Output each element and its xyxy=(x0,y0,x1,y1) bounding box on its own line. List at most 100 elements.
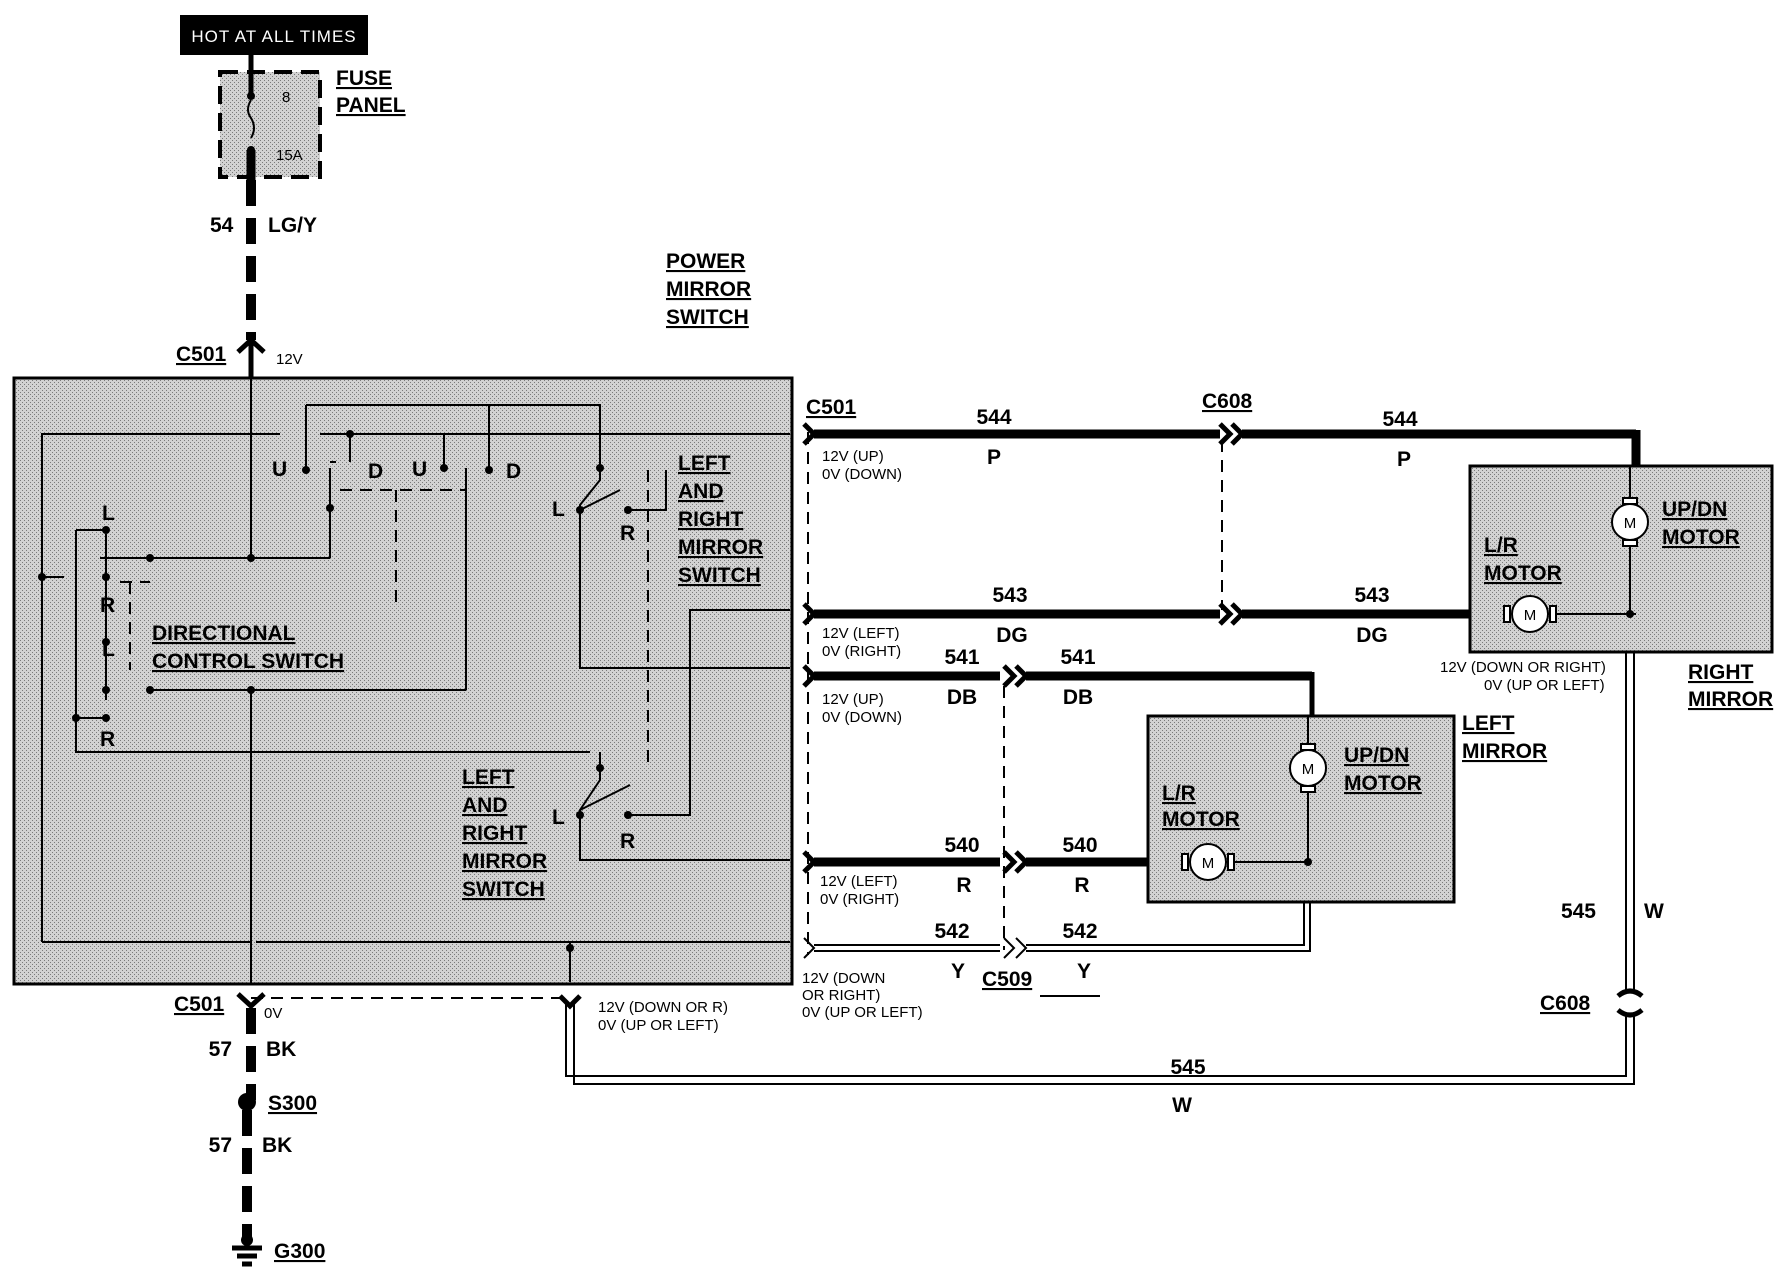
svg-text:SWITCH: SWITCH xyxy=(666,306,749,329)
svg-text:D: D xyxy=(506,460,521,483)
svg-text:BK: BK xyxy=(262,1134,292,1157)
svg-text:U: U xyxy=(272,458,287,481)
svg-text:C501: C501 xyxy=(174,993,225,1016)
svg-text:P: P xyxy=(1397,448,1411,471)
svg-text:0V (UP OR LEFT): 0V (UP OR LEFT) xyxy=(598,1017,719,1034)
wire-544: 544 P 544 P 12V (UP) 0V (DOWN) xyxy=(802,406,1641,483)
right-mirror-title-1: RIGHT xyxy=(1688,661,1754,684)
motor-icon: M xyxy=(1611,497,1649,547)
svg-text:UP/DN: UP/DN xyxy=(1344,744,1409,767)
svg-text:M: M xyxy=(1524,607,1537,624)
svg-text:0V: 0V xyxy=(264,1005,282,1022)
svg-text:C509: C509 xyxy=(982,968,1032,991)
fuse-icon xyxy=(247,99,255,139)
svg-text:542: 542 xyxy=(934,920,969,943)
svg-text:0V (RIGHT): 0V (RIGHT) xyxy=(822,643,901,660)
svg-text:R: R xyxy=(1074,874,1089,897)
svg-text:57: 57 xyxy=(209,1134,232,1157)
svg-text:AND: AND xyxy=(678,480,724,503)
svg-text:MIRROR: MIRROR xyxy=(666,278,751,301)
svg-text:C501: C501 xyxy=(176,343,227,366)
svg-text:DG: DG xyxy=(1356,624,1388,647)
fuse-panel: 8 15A FUSE PANEL xyxy=(218,55,406,200)
c501-right-connector: C501 xyxy=(806,396,857,955)
svg-text:L: L xyxy=(102,502,115,525)
c509-connector: C509 xyxy=(982,686,1100,997)
svg-text:C608: C608 xyxy=(1202,390,1253,413)
svg-text:543: 543 xyxy=(1354,584,1389,607)
svg-text:Y: Y xyxy=(951,960,965,983)
svg-text:541: 541 xyxy=(944,646,979,669)
svg-text:MIRROR: MIRROR xyxy=(678,536,763,559)
wire-543: 543 DG 543 DG 12V (LEFT) 0V (RIGHT) xyxy=(802,584,1500,660)
svg-text:57: 57 xyxy=(209,1038,232,1061)
lr-mirror-switch-label-top: LEFT AND RIGHT MIRROR SWITCH xyxy=(678,452,763,587)
directional-control-switch-label: DIRECTIONAL CONTROL SWITCH xyxy=(152,622,344,673)
splice-s300 xyxy=(238,1093,256,1111)
svg-text:W: W xyxy=(1644,900,1664,923)
ground-icon xyxy=(232,1234,262,1267)
left-mirror-title-2: MIRROR xyxy=(1462,740,1547,763)
wire-54: 54 LG/Y xyxy=(210,180,317,340)
svg-text:MOTOR: MOTOR xyxy=(1162,808,1240,831)
fuse-panel-title-1: FUSE xyxy=(336,67,392,90)
c608-top-connector: C608 xyxy=(1202,390,1253,610)
svg-text:HOT AT ALL TIMES: HOT AT ALL TIMES xyxy=(191,27,356,46)
svg-text:0V (UP OR LEFT): 0V (UP OR LEFT) xyxy=(802,1004,923,1021)
svg-text:M: M xyxy=(1202,855,1215,872)
svg-text:AND: AND xyxy=(462,794,508,817)
svg-text:R: R xyxy=(620,830,635,853)
lr-mirror-switch-label-bottom: LEFT AND RIGHT MIRROR SWITCH xyxy=(462,766,547,901)
c501-bottom-right-connector: 12V (DOWN OR R) 0V (UP OR LEFT) xyxy=(251,994,728,1034)
svg-text:Y: Y xyxy=(1077,960,1091,983)
svg-text:RIGHT: RIGHT xyxy=(678,508,744,531)
svg-text:SWITCH: SWITCH xyxy=(462,878,545,901)
right-mirror-note-1: 12V (DOWN OR RIGHT) xyxy=(1440,659,1606,676)
svg-text:MOTOR: MOTOR xyxy=(1344,772,1422,795)
svg-text:SWITCH: SWITCH xyxy=(678,564,761,587)
svg-text:L: L xyxy=(552,498,565,521)
fuse-panel-title-2: PANEL xyxy=(336,94,406,117)
svg-text:M: M xyxy=(1302,761,1315,778)
svg-text:D: D xyxy=(368,460,383,483)
svg-text:545: 545 xyxy=(1170,1056,1205,1079)
right-mirror-note-2: 0V (UP OR LEFT) xyxy=(1484,677,1605,694)
svg-text:CONTROL SWITCH: CONTROL SWITCH xyxy=(152,650,344,673)
right-mirror-title-2: MIRROR xyxy=(1688,688,1773,711)
svg-text:L/R: L/R xyxy=(1162,782,1196,805)
switch-housing xyxy=(12,376,794,986)
svg-text:UP/DN: UP/DN xyxy=(1662,498,1727,521)
c501-top-connector: C501 12V xyxy=(176,336,303,378)
svg-text:540: 540 xyxy=(1062,834,1097,857)
wire-545: 545 W 545 W C608 xyxy=(565,652,1664,1117)
svg-text:0V (DOWN): 0V (DOWN) xyxy=(822,466,902,483)
svg-text:DG: DG xyxy=(996,624,1028,647)
motor-icon: M xyxy=(1503,595,1557,633)
svg-text:12V (DOWN: 12V (DOWN xyxy=(802,970,885,987)
svg-text:543: 543 xyxy=(992,584,1027,607)
svg-text:12V (DOWN OR R): 12V (DOWN OR R) xyxy=(598,999,728,1016)
fuse-number: 8 xyxy=(282,89,290,106)
svg-text:L: L xyxy=(552,806,565,829)
svg-text:U: U xyxy=(412,458,427,481)
svg-text:DB: DB xyxy=(947,686,977,709)
svg-text:POWER: POWER xyxy=(666,250,745,273)
svg-text:P: P xyxy=(987,446,1001,469)
wire-540: 540 R 540 R 12V (LEFT) 0V (RIGHT) xyxy=(802,834,1148,908)
svg-text:G300: G300 xyxy=(274,1240,325,1263)
svg-text:DIRECTIONAL: DIRECTIONAL xyxy=(152,622,296,645)
svg-text:0V (RIGHT): 0V (RIGHT) xyxy=(820,891,899,908)
svg-text:12V (UP): 12V (UP) xyxy=(822,448,884,465)
svg-text:RIGHT: RIGHT xyxy=(462,822,528,845)
hot-at-all-times-badge: HOT AT ALL TIMES xyxy=(180,15,368,55)
svg-text:LG/Y: LG/Y xyxy=(268,214,317,237)
svg-text:545: 545 xyxy=(1561,900,1596,923)
left-mirror-box: M M UP/DN MOTOR L/R MOTOR xyxy=(1146,714,1456,904)
svg-text:54: 54 xyxy=(210,214,234,237)
svg-text:12V (UP): 12V (UP) xyxy=(822,691,884,708)
wire-541: 541 DB 541 DB 12V (UP) 0V (DOWN) xyxy=(802,646,1315,726)
svg-text:540: 540 xyxy=(944,834,979,857)
svg-text:12V: 12V xyxy=(276,351,303,368)
switch-junction-dots xyxy=(38,430,632,952)
